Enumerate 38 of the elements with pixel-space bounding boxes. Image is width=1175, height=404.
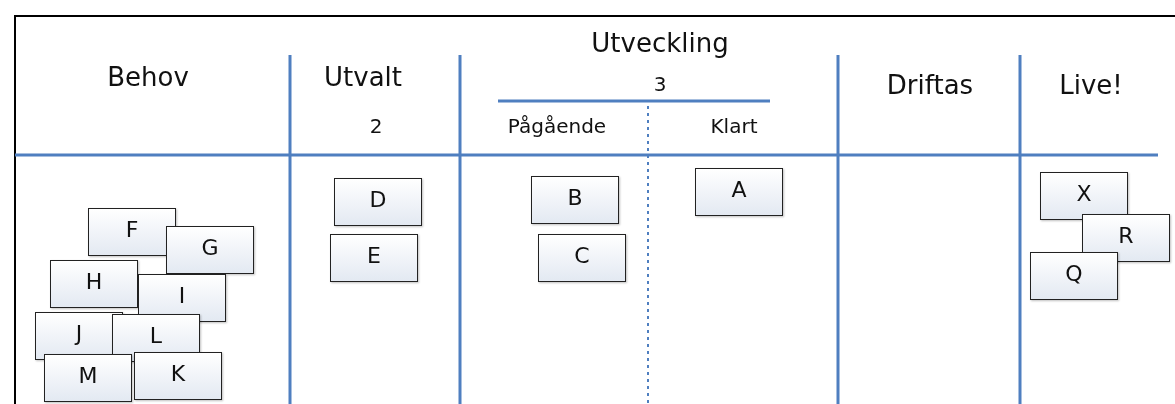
card-label: C bbox=[574, 243, 590, 269]
task-card bbox=[538, 234, 626, 282]
card-label: H bbox=[85, 269, 103, 295]
task-card bbox=[88, 208, 176, 256]
task-card bbox=[134, 352, 222, 400]
card-label: A bbox=[731, 177, 747, 203]
task-card bbox=[1082, 214, 1170, 262]
card-label: K bbox=[170, 361, 186, 387]
task-card bbox=[695, 168, 783, 216]
card-label: F bbox=[125, 217, 139, 243]
card-label: B bbox=[567, 185, 583, 211]
task-card bbox=[44, 354, 132, 402]
card-label: Q bbox=[1065, 261, 1083, 287]
column-header: Utveckling bbox=[591, 28, 729, 58]
card-label: J bbox=[75, 321, 83, 347]
wip-limit: 2 bbox=[369, 114, 383, 138]
column-header: Live! bbox=[1059, 70, 1123, 100]
card-label: E bbox=[367, 243, 381, 269]
card-label: M bbox=[78, 363, 98, 389]
card-label: G bbox=[201, 235, 219, 261]
card-label: I bbox=[178, 283, 186, 309]
column-header: Driftas bbox=[886, 70, 974, 100]
column-header: Utvalt bbox=[324, 62, 402, 92]
subcolumn-header: Klart bbox=[710, 114, 758, 138]
task-card bbox=[50, 260, 138, 308]
task-card bbox=[1040, 172, 1128, 220]
task-card bbox=[166, 226, 254, 274]
card-label: D bbox=[369, 187, 387, 213]
wip-limit: 3 bbox=[653, 72, 667, 96]
subcolumn-header: Pågående bbox=[507, 114, 607, 138]
card-label: L bbox=[149, 323, 163, 349]
task-card bbox=[330, 234, 418, 282]
card-label: R bbox=[1118, 223, 1134, 249]
task-card bbox=[334, 178, 422, 226]
card-label: X bbox=[1076, 181, 1092, 207]
column-header: Behov bbox=[107, 62, 189, 92]
task-card bbox=[531, 176, 619, 224]
task-card bbox=[1030, 252, 1118, 300]
